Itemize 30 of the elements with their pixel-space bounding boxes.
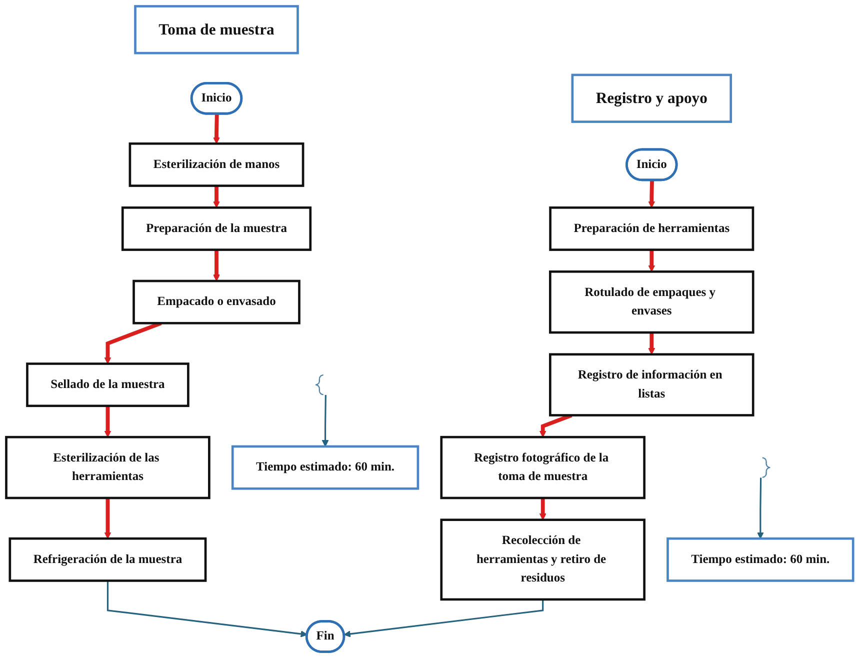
node-box: Preparación de herramientas: [549, 206, 754, 251]
arrow: [213, 114, 220, 144]
arrow: [344, 599, 544, 638]
node-box: Registro de información en listas: [549, 353, 755, 416]
arrow: [104, 498, 112, 539]
node-box: Tiempo estimado: 60 min.: [232, 445, 420, 490]
arrow: [322, 394, 330, 447]
node-box: Esterilización de las herramientas: [5, 436, 211, 500]
arrow: [213, 250, 220, 282]
arrow: [648, 332, 656, 355]
arrow: [107, 580, 308, 638]
node-box: Rotulado de empaques y envases: [549, 270, 755, 334]
node-box: Refrigeración de la muestra: [9, 537, 208, 582]
node-bracket: [315, 374, 324, 396]
node-box: Empacado o envasado: [132, 280, 301, 324]
arrow: [648, 250, 656, 272]
arrow: [213, 186, 220, 208]
node-box: Recolección de herramientas y retiro de residuos: [440, 518, 646, 601]
node-box: Esterilización de manos: [129, 142, 305, 187]
arrow: [540, 498, 547, 520]
node-bracket: [762, 457, 772, 478]
arrow: [757, 478, 764, 539]
node-box: Sellado de la muestra: [26, 362, 190, 408]
node-box: Toma de muestra: [134, 5, 300, 54]
arrow: [104, 406, 112, 438]
arrow: [648, 180, 656, 208]
node-box: Registro fotográfico de la toma de muestra: [440, 436, 646, 500]
node-box: Preparación de la muestra: [122, 206, 312, 251]
node-box: Registro y apoyo: [572, 74, 732, 123]
node-box: Tiempo estimado: 60 min.: [666, 537, 855, 582]
